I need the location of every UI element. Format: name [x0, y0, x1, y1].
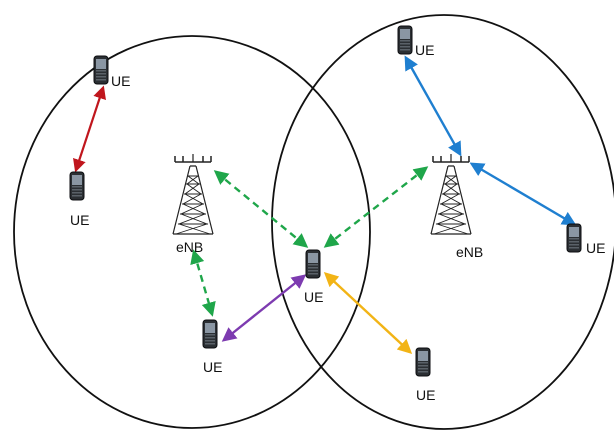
ue-right-label: UE — [586, 240, 605, 256]
ue-center-label: UE — [304, 289, 323, 305]
mobile-phone-icon — [202, 319, 218, 349]
mobile-phone-icon — [397, 25, 413, 55]
link-ue-center-ue-bottom-right — [323, 272, 413, 354]
link-enb-right-ue-center — [323, 166, 429, 248]
enb-left-label: eNB — [176, 239, 203, 255]
mobile-phone-icon — [93, 55, 109, 85]
cell-tower-icon — [172, 153, 214, 235]
link-enb-left-ue-bottom — [190, 249, 216, 317]
ue-right: UE — [566, 223, 605, 256]
ue-center: UE — [304, 249, 323, 305]
ue-top-right-label: UE — [415, 42, 434, 58]
ue-top-left: UE — [93, 55, 130, 89]
cell-tower-icon — [430, 153, 472, 235]
ue-top-left-label: UE — [111, 73, 130, 89]
link-ue-bottom-ue-center — [221, 274, 307, 342]
ue-bottom-left-label: UE — [203, 359, 222, 375]
link-enb-left-ue-center — [213, 170, 309, 248]
mobile-phone-icon — [305, 249, 321, 279]
ue-left-label: UE — [70, 212, 89, 228]
ue-bottom-left: UE — [202, 319, 222, 375]
enb-left: eNB — [172, 153, 214, 255]
mobile-phone-icon — [566, 223, 582, 253]
ue-left: UE — [69, 171, 89, 228]
left-cell-boundary — [13, 35, 371, 429]
link-enb-right-ue-right — [469, 162, 577, 226]
link-ue-ue-left — [73, 85, 106, 173]
enb-right: eNB — [430, 153, 483, 260]
ue-bottom-right-label: UE — [416, 387, 435, 403]
link-enb-right-ue-top-right — [404, 55, 462, 157]
mobile-phone-icon — [69, 171, 85, 201]
enb-right-label: eNB — [456, 244, 483, 260]
ue-top-right: UE — [397, 25, 434, 58]
ue-bottom-right: UE — [415, 347, 435, 403]
mobile-phone-icon — [415, 347, 431, 377]
